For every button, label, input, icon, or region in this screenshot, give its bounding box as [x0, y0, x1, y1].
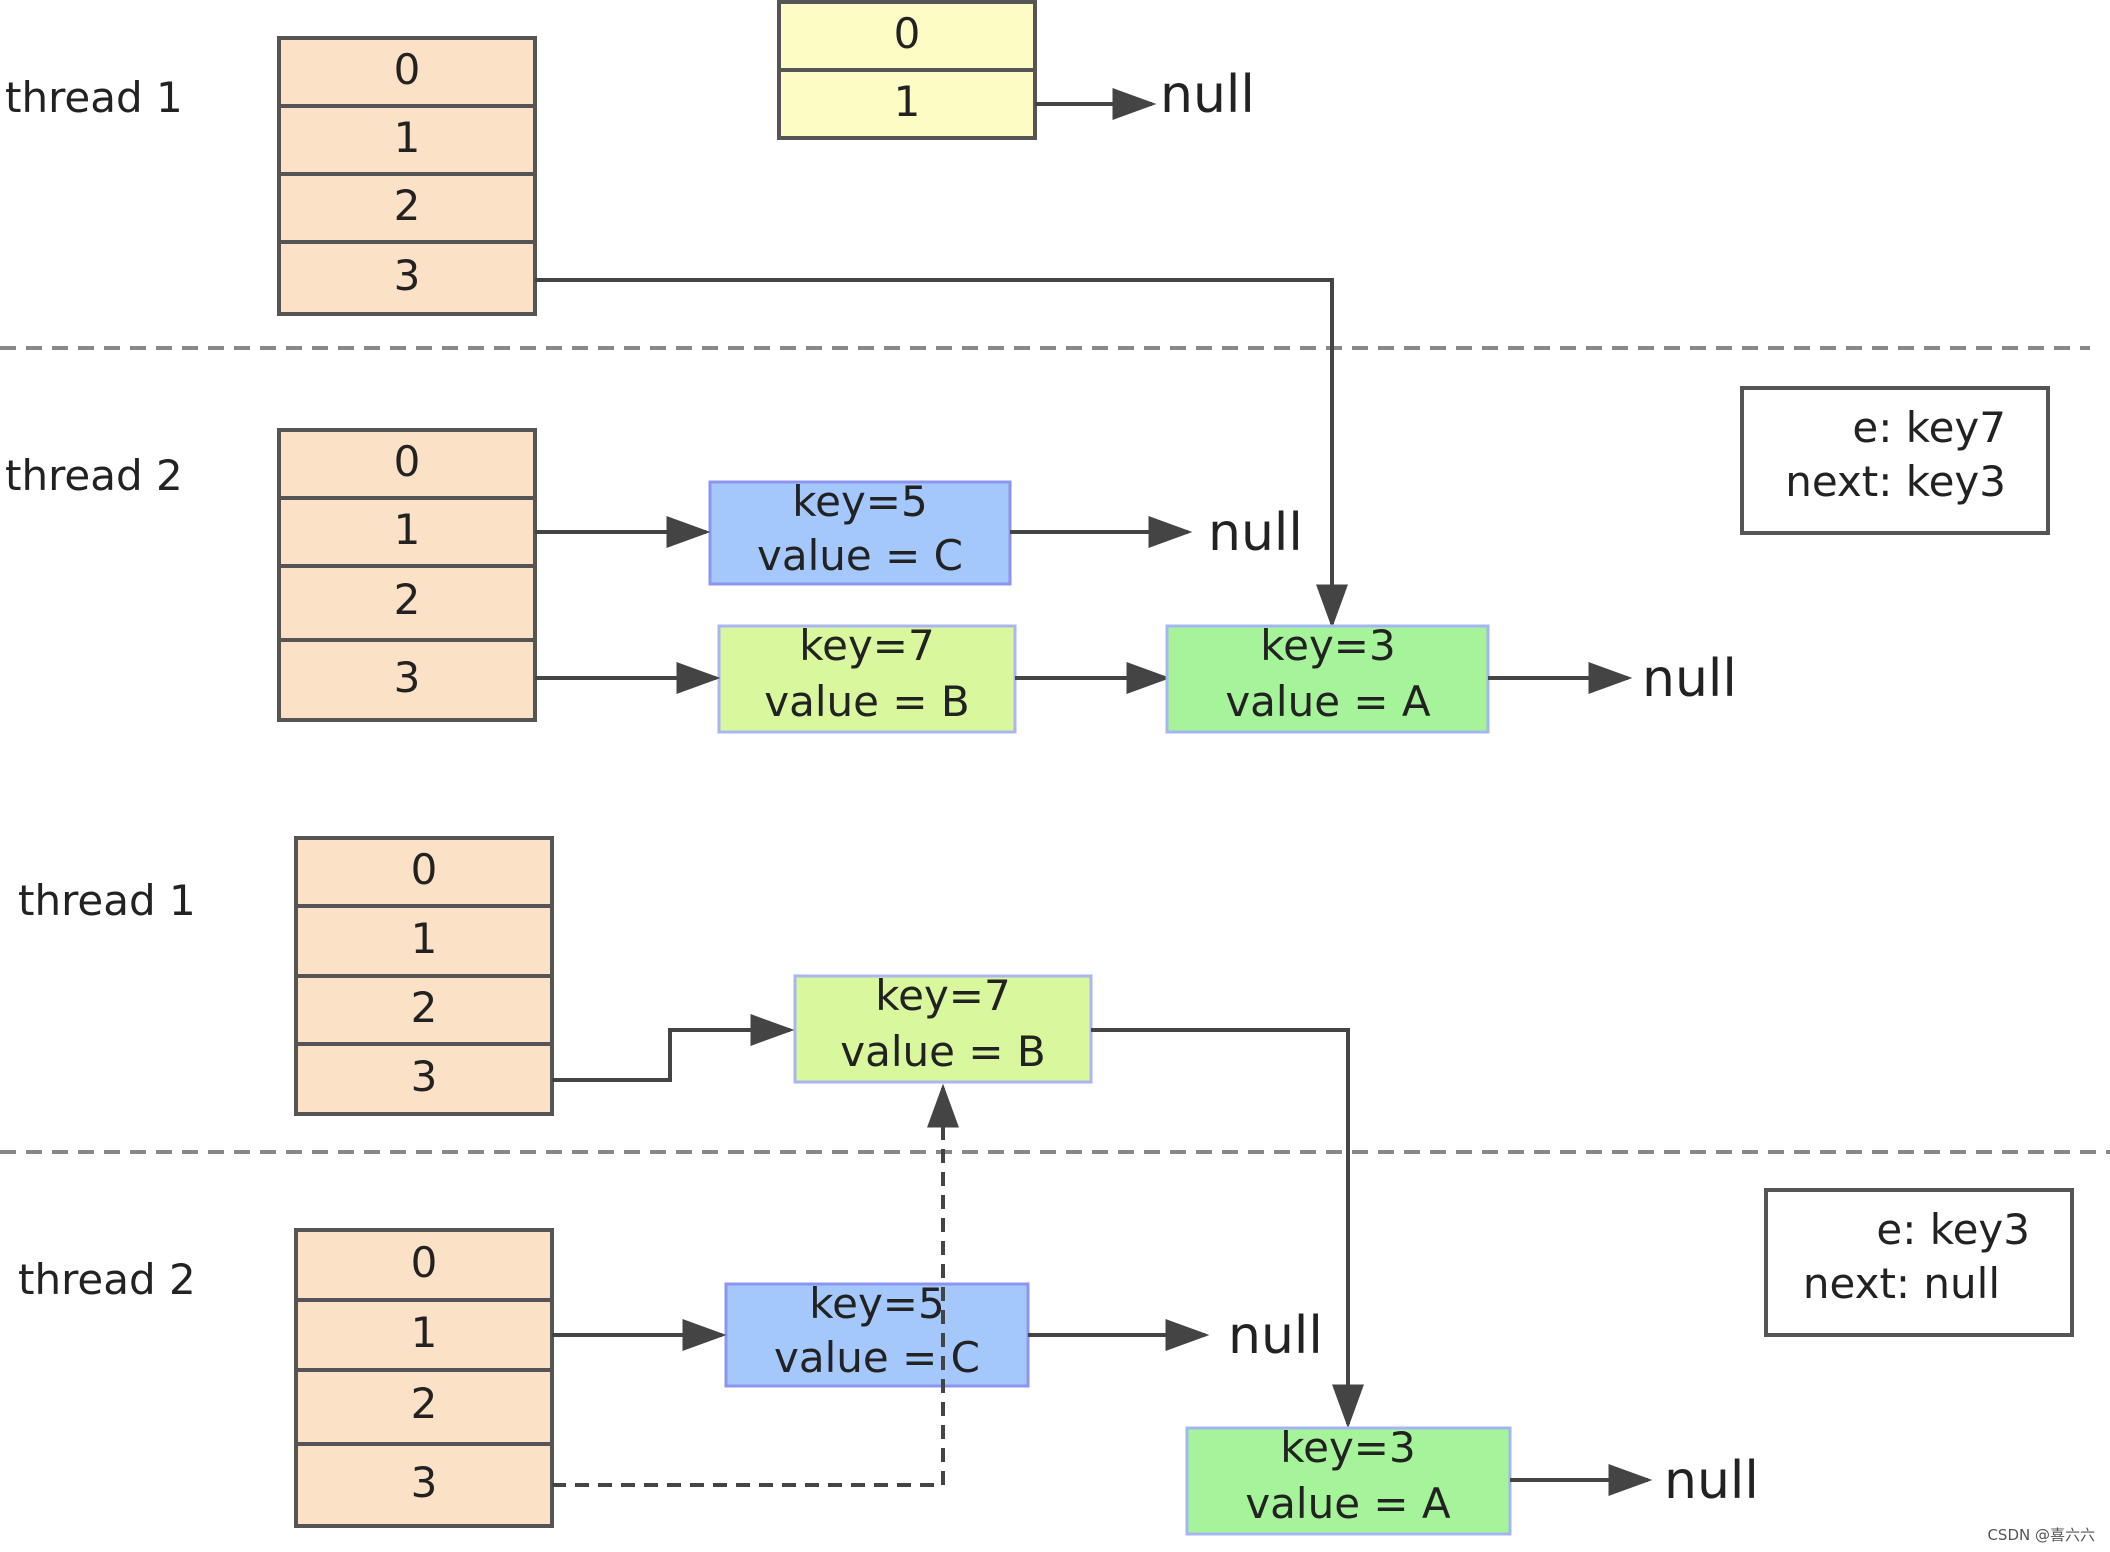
- info-next: next: key3: [1785, 457, 2006, 506]
- bucket-3: 3: [294, 1442, 554, 1528]
- arrow-t1-bucket3-to-key3: [535, 278, 1348, 629]
- bucket-1: 1: [294, 904, 554, 978]
- bucket-1: 1: [277, 496, 537, 568]
- bottom-thread2-label: thread 2: [18, 1255, 196, 1304]
- bottom-node-key3: key=3 value = A: [1185, 1423, 1512, 1536]
- arrow-key7-to-key3: [1091, 1028, 1364, 1429]
- bucket-2: 2: [277, 564, 537, 642]
- bottom-thread1-bucket-array: 0 1 2 3: [294, 836, 554, 1116]
- bottom-thread2-bucket-array: 0 1 2 3: [294, 1228, 554, 1528]
- bucket-1: 1: [277, 104, 537, 176]
- null-label: null: [1642, 649, 1737, 709]
- top-thread2-label: thread 2: [5, 451, 183, 500]
- bucket-2: 2: [294, 1368, 554, 1446]
- bucket-3: 3: [277, 240, 537, 316]
- null-label: null: [1664, 1451, 1759, 1511]
- bottom-node-key5: key=5 value = C: [724, 1279, 1030, 1388]
- bucket-index: 2: [411, 983, 438, 1032]
- bucket-index: 0: [411, 845, 438, 894]
- bucket-index: 3: [394, 653, 421, 702]
- top-node-key3: key=3 value = A: [1165, 621, 1490, 734]
- top-info-box: e: key7 next: key3: [1740, 386, 2050, 535]
- bucket-0: 0: [277, 428, 537, 500]
- info-e: e: key7: [1852, 403, 2006, 452]
- bottom-node-key7: key=7 value = B: [793, 971, 1093, 1084]
- bucket-0: 0: [294, 836, 554, 908]
- bottom-thread1-label: thread 1: [18, 876, 196, 925]
- bucket-1: 1: [294, 1298, 554, 1372]
- bucket-index: 0: [394, 45, 421, 94]
- top-thread2-bucket-array: 0 1 2 3: [277, 428, 537, 722]
- watermark: CSDN @喜六六: [1987, 1526, 2095, 1544]
- bucket-index: 3: [394, 251, 421, 300]
- top-thread1-label: thread 1: [5, 73, 183, 122]
- arrow-t1-bucket3-to-key7: [552, 1014, 795, 1082]
- node-key: key=5: [792, 477, 927, 526]
- old-table-index: 0: [894, 9, 921, 58]
- top-node-key7: key=7 value = B: [717, 621, 1017, 734]
- top-node-key5: key=5 value = C: [708, 477, 1012, 586]
- top-thread1-bucket-array: 0 1 2 3: [277, 36, 537, 316]
- bucket-2: 2: [294, 974, 554, 1046]
- bucket-2: 2: [277, 172, 537, 244]
- bucket-index: 2: [394, 181, 421, 230]
- bucket-index: 3: [411, 1458, 438, 1507]
- node-value: value = B: [840, 1027, 1045, 1076]
- bucket-index: 1: [394, 505, 421, 554]
- node-value: value = A: [1245, 1479, 1451, 1528]
- info-e: e: key3: [1876, 1205, 2030, 1254]
- node-key: key=3: [1280, 1423, 1415, 1472]
- bucket-3: 3: [277, 638, 537, 722]
- null-label: null: [1228, 1306, 1323, 1366]
- node-key: key=7: [799, 621, 934, 670]
- node-value: value = A: [1225, 677, 1431, 726]
- node-value: value = B: [764, 677, 969, 726]
- null-label: null: [1160, 65, 1255, 125]
- node-value: value = C: [757, 531, 963, 580]
- bucket-3: 3: [294, 1042, 554, 1116]
- node-key: key=7: [875, 971, 1010, 1020]
- bucket-0: 0: [294, 1228, 554, 1302]
- bucket-index: 1: [411, 914, 438, 963]
- top-old-table: 0 1: [777, 0, 1037, 140]
- bucket-index: 2: [411, 1379, 438, 1428]
- node-key: key=3: [1260, 621, 1395, 670]
- node-key: key=5: [809, 1279, 944, 1328]
- bucket-index: 0: [394, 437, 421, 486]
- dashed-arrow-t2-bucket3-to-key7: [552, 1083, 959, 1487]
- bucket-index: 2: [394, 575, 421, 624]
- bucket-0: 0: [277, 36, 537, 108]
- bucket-index: 0: [411, 1238, 438, 1287]
- node-value: value = C: [774, 1333, 980, 1382]
- bucket-index: 1: [394, 113, 421, 162]
- bucket-index: 3: [411, 1052, 438, 1101]
- bucket-index: 1: [411, 1308, 438, 1357]
- null-label: null: [1208, 503, 1303, 563]
- info-next: next: null: [1803, 1259, 2000, 1308]
- bottom-info-box: e: key3 next: null: [1764, 1188, 2074, 1337]
- old-table-index: 1: [894, 77, 921, 126]
